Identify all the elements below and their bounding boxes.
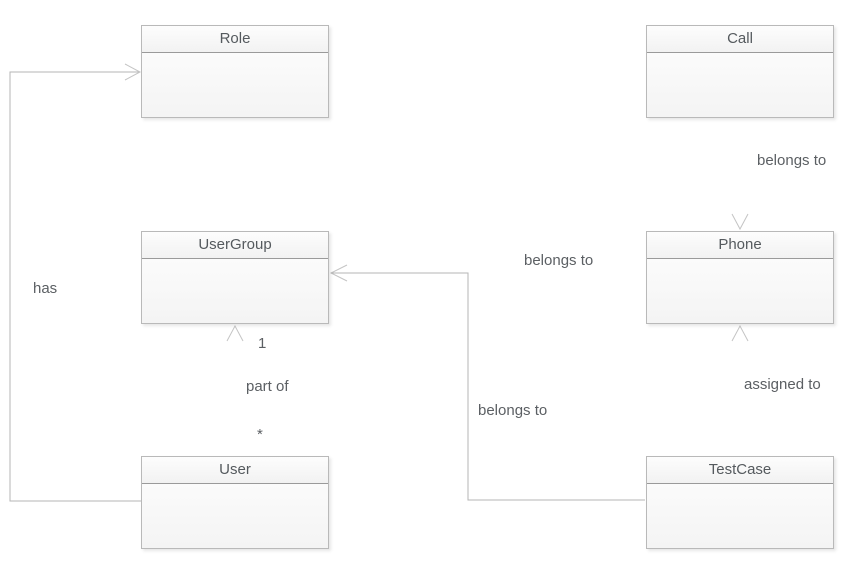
multiplicity-usergroup-end: 1 [258,335,267,352]
edge-label-user-usergroup: part of [246,378,289,395]
multiplicity-user-end: * [257,426,263,443]
class-name-testcase: TestCase [647,457,833,484]
class-body-role [142,53,328,117]
class-name-usergroup: UserGroup [142,232,328,259]
class-name-call: Call [647,26,833,53]
edge-label-testcase-usergroup: belongs to [478,402,548,419]
class-box-call[interactable]: Call [646,25,834,118]
edge-label-call-phone: belongs to [757,152,827,169]
connector-user-usergroup [226,324,244,342]
edge-label-user-role: has [33,280,58,297]
class-box-user[interactable]: User [141,456,329,549]
edge-label-phone-usergroup: belongs to [524,252,594,269]
class-box-usergroup[interactable]: UserGroup [141,231,329,324]
class-body-testcase [647,484,833,548]
class-box-testcase[interactable]: TestCase [646,456,834,549]
connector-call-phone [731,213,749,231]
class-body-call [647,53,833,117]
class-body-phone [647,259,833,323]
class-name-role: Role [142,26,328,53]
class-name-phone: Phone [647,232,833,259]
connector-phone-usergroup [329,264,348,282]
class-box-role[interactable]: Role [141,25,329,118]
class-body-user [142,484,328,548]
connector-user-role [9,63,142,502]
class-body-usergroup [142,259,328,323]
class-name-user: User [142,457,328,484]
edge-label-testcase-phone: assigned to [744,376,821,393]
connector-testcase-usergroup [331,272,645,501]
class-box-phone[interactable]: Phone [646,231,834,324]
